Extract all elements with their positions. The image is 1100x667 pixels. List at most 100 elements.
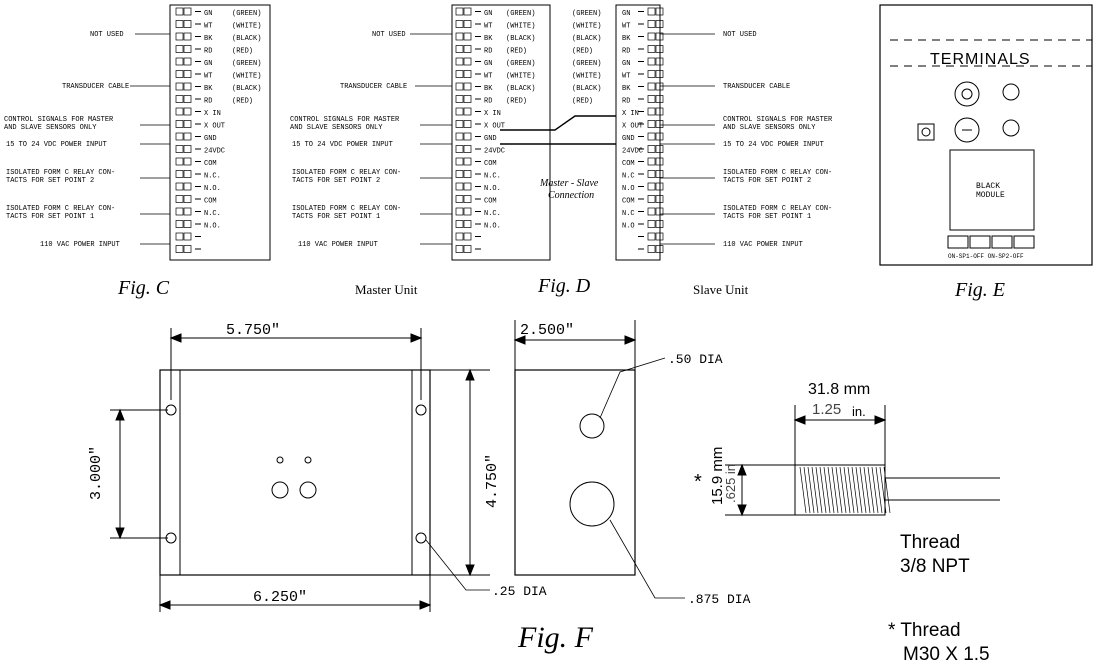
terminal-screw [463, 195, 472, 203]
terminal-screw [175, 195, 184, 203]
fig-f-leader [425, 539, 490, 591]
fig-d-slave-block [615, 4, 661, 261]
fig-c-control-label-1: CONTROL SIGNALS FOR MASTER [4, 116, 114, 124]
terminal-screw [455, 245, 464, 253]
fig-e-pot-1 [954, 81, 980, 107]
fig-e-module-label-2: MODULE [976, 191, 1005, 200]
terminal-screw [463, 45, 472, 53]
fig-d-slave-power-dc: 15 TO 24 VDC POWER INPUT [723, 141, 824, 149]
terminal-screw [655, 132, 664, 141]
fig-f-width-top: 5.750" [226, 322, 280, 339]
wire-color-label: (GREEN) [572, 60, 601, 68]
thread-hatch-line [879, 466, 887, 514]
terminal-screw [647, 157, 656, 166]
terminal-screw [647, 245, 656, 253]
fig-f-depth: 2.500" [520, 322, 574, 339]
fig-d-master-transducer: TRANSDUCER CABLE [340, 83, 407, 91]
fig-f-front-view [159, 369, 431, 576]
terminal-screw [655, 120, 664, 128]
fig-f-height: 4.750" [484, 454, 501, 508]
terminal-screw [647, 45, 656, 53]
thread-hatch-line [851, 466, 859, 514]
fig-e-module-label-1: BLACK [976, 182, 1000, 191]
terminal-screw [647, 120, 656, 128]
fig-e-pot-2 [954, 117, 980, 143]
fig-f-thread-in-unit: in. [852, 404, 866, 419]
fig-f-mount-hole [415, 404, 427, 416]
wire-color-label: (BLACK) [232, 85, 261, 93]
fig-e-pot-1-knob [961, 88, 973, 100]
fig-f-arrow [793, 415, 806, 425]
terminal-screw [455, 7, 464, 16]
wire-color-label: (RED) [572, 48, 593, 56]
fig-d-master-not-used: NOT USED [372, 31, 406, 39]
terminal-screw [175, 57, 184, 66]
terminal-screw [647, 220, 656, 228]
terminal-screw [183, 107, 192, 116]
wire-color-label: (BLACK) [232, 35, 261, 43]
terminal-screw [463, 132, 472, 141]
fig-f-dia-star: * [694, 471, 702, 493]
terminal-label: WT [622, 23, 630, 31]
terminal-screw [455, 82, 464, 91]
terminal-screw [455, 145, 464, 153]
fig-d-slave-relay2-1: ISOLATED FORM C RELAY CON- [723, 169, 832, 177]
fig-f-arrow [737, 463, 747, 476]
terminal-screw [183, 182, 192, 191]
fig-f-thread-note-1: * Thread [888, 620, 961, 641]
terminal-screw [183, 70, 192, 78]
terminal-screw [655, 107, 664, 116]
fig-f-side-large-hole [569, 481, 615, 527]
terminal-screw [183, 220, 192, 228]
terminal-screw [463, 82, 472, 91]
terminal-screw [455, 32, 464, 41]
fig-c-wiring: GN(GREEN)WT(WHITE)BK(BLACK)RD(RED)GN(GRE… [4, 4, 271, 299]
terminal-screw [655, 170, 664, 178]
terminal-label: X IN [484, 110, 501, 118]
terminal-screw [655, 245, 664, 253]
fig-d-caption: Fig. D [537, 275, 591, 297]
wire-color-label: (RED) [506, 98, 527, 106]
terminal-screw [175, 207, 184, 216]
fig-c-relay2-label-2: TACTS FOR SET POINT 2 [6, 177, 94, 185]
terminal-screw [655, 195, 664, 203]
terminal-screw [655, 70, 664, 78]
fig-e-screw-head [921, 127, 931, 137]
terminal-label: N.O. [484, 185, 501, 193]
terminal-screw [175, 32, 184, 41]
terminal-screw [183, 82, 192, 91]
fig-d-slave-relay1-2: TACTS FOR SET POINT 1 [723, 213, 811, 221]
fig-f-arrow [169, 333, 182, 343]
terminal-screw [463, 232, 472, 241]
terminal-screw [183, 20, 192, 28]
wire-color-label: (GREEN) [506, 10, 535, 18]
terminal-screw [463, 245, 472, 253]
wire-color-label: (WHITE) [232, 73, 261, 81]
thread-hatch-line [811, 466, 819, 514]
terminal-label: 24VDC [204, 148, 225, 156]
fig-d-master-control-2: AND SLAVE SENSORS ONLY [290, 124, 383, 132]
fig-c-caption: Fig. C [117, 277, 170, 299]
fig-f-dia-in: .625 in [723, 464, 738, 503]
terminal-label: WT [204, 73, 212, 81]
terminal-label: BK [204, 85, 213, 93]
terminal-screw [647, 195, 656, 203]
terminal-screw [175, 132, 184, 141]
fig-f-side-view [514, 369, 636, 576]
fig-f-caption: Fig. F [517, 621, 594, 654]
fig-d-slave-control-1: CONTROL SIGNALS FOR MASTER [723, 116, 833, 124]
terminal-screw [463, 220, 472, 228]
thread-hatch-line [855, 466, 863, 514]
fig-f-arrow [410, 333, 423, 343]
terminal-screw [455, 107, 464, 116]
terminal-screw [455, 232, 464, 241]
terminal-screw [655, 182, 664, 191]
terminal-screw [655, 32, 664, 41]
terminal-screw [183, 45, 192, 53]
wire-color-label: (BLACK) [506, 85, 535, 93]
terminal-screw [647, 70, 656, 78]
fig-f-side-small-hole [579, 413, 605, 439]
terminal-screw [183, 157, 192, 166]
terminal-screw [175, 7, 184, 16]
thread-hatch-line [831, 466, 839, 514]
